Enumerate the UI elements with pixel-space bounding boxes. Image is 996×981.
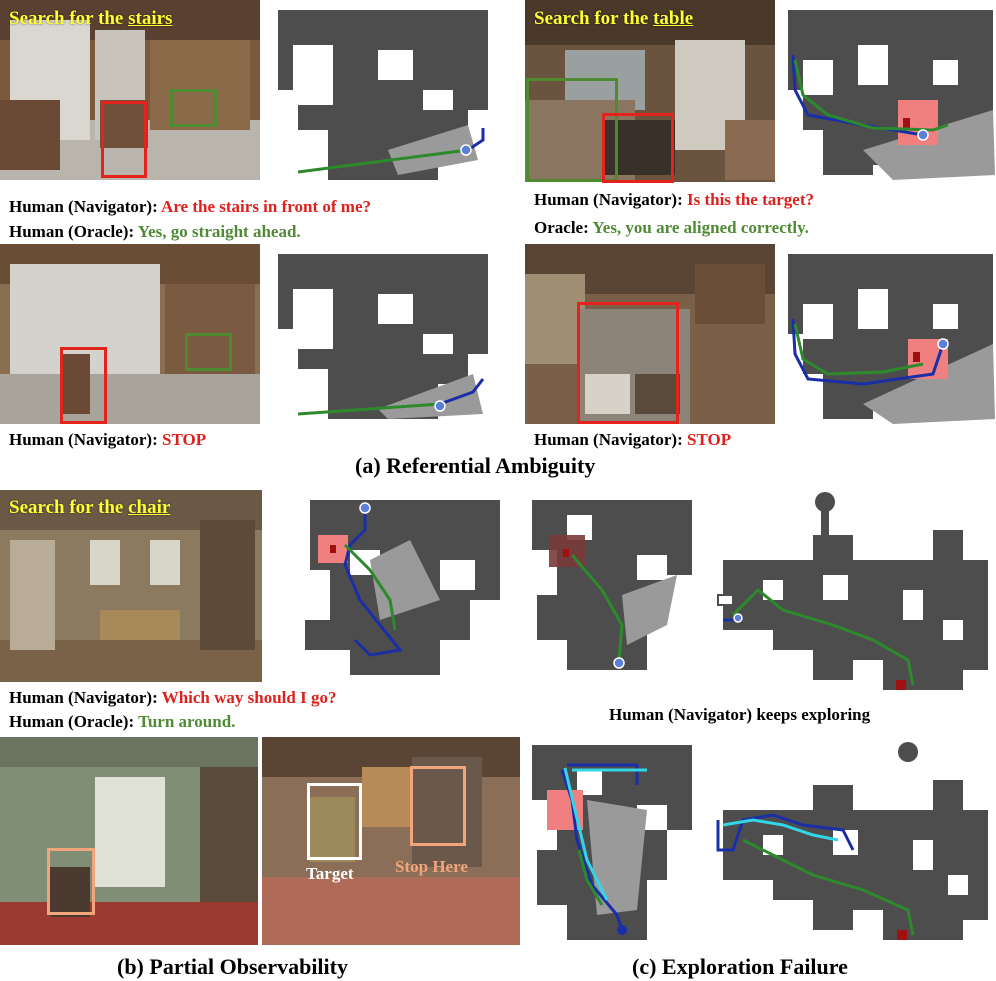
stop-here-label: Stop Here bbox=[395, 857, 468, 876]
oracle-answer: Yes, go straight ahead. bbox=[137, 222, 301, 241]
speaker-navigator: Human (Navigator): bbox=[534, 190, 687, 209]
speaker-navigator: Human (Navigator): bbox=[9, 197, 162, 216]
table-map-2 bbox=[783, 244, 996, 424]
chair-photo-3 bbox=[262, 737, 520, 945]
chair-map bbox=[290, 490, 510, 682]
speaker-oracle: Oracle: bbox=[534, 218, 593, 237]
peach-stop-box bbox=[47, 848, 95, 915]
stairs-photo-1 bbox=[0, 0, 260, 180]
navigator-question: Are the stairs in front of me? bbox=[161, 197, 371, 216]
table-dialog-line-1: Human (Navigator): Is this the target? bbox=[534, 190, 814, 210]
peach-stop-box bbox=[410, 766, 466, 846]
chair-dialog-line-1: Human (Navigator): Which way should I go… bbox=[9, 688, 336, 708]
chair-photo-1 bbox=[0, 490, 262, 682]
stairs-dialog-line-3: Human (Navigator): STOP bbox=[9, 430, 206, 450]
search-caption-table: Search for the table bbox=[534, 8, 693, 30]
chair-dialog-line-2: Human (Oracle): Turn around. bbox=[9, 712, 235, 732]
speaker-navigator: Human (Navigator): bbox=[9, 688, 162, 707]
exploration-map-1 bbox=[527, 495, 697, 675]
stairs-map-2 bbox=[268, 244, 498, 424]
stairs-dialog-line-1: Human (Navigator): Are the stairs in fro… bbox=[9, 197, 371, 217]
oracle-answer: Yes, you are aligned correctly. bbox=[592, 218, 809, 237]
oracle-answer: Turn around. bbox=[138, 712, 236, 731]
exploration-map-2 bbox=[703, 490, 996, 695]
red-target-box bbox=[602, 113, 674, 183]
stairs-dialog-line-2: Human (Oracle): Yes, go straight ahead. bbox=[9, 222, 301, 242]
section-title-c: (c) Exploration Failure bbox=[632, 954, 848, 979]
table-photo-2 bbox=[525, 244, 775, 424]
section-title-b: (b) Partial Observability bbox=[117, 954, 348, 979]
navigator-question: Which way should I go? bbox=[161, 688, 337, 707]
search-prefix: Search for the bbox=[534, 8, 654, 29]
speaker-navigator: Human (Navigator): bbox=[9, 430, 162, 449]
exploration-map-3 bbox=[527, 740, 697, 945]
search-prefix: Search for the bbox=[9, 497, 129, 518]
green-target-box bbox=[170, 89, 217, 127]
speaker-navigator: Human (Navigator): bbox=[534, 430, 687, 449]
white-target-box bbox=[307, 783, 362, 860]
navigator-stop: STOP bbox=[161, 430, 207, 449]
green-target-box bbox=[526, 78, 618, 182]
search-caption-chair: Search for the chair bbox=[9, 497, 170, 519]
search-prefix: Search for the bbox=[9, 8, 129, 29]
table-map-1 bbox=[783, 0, 996, 185]
chair-photo-2 bbox=[0, 737, 258, 945]
section-title-a: (a) Referential Ambiguity bbox=[355, 453, 596, 478]
red-target-box bbox=[101, 101, 147, 178]
search-object: table bbox=[653, 8, 694, 29]
table-dialog-line-3: Human (Navigator): STOP bbox=[534, 430, 731, 450]
exploration-caption: Human (Navigator) keeps exploring bbox=[609, 705, 871, 724]
search-object: stairs bbox=[128, 8, 173, 29]
stairs-map-1 bbox=[268, 0, 498, 185]
green-target-box bbox=[185, 333, 232, 371]
navigator-question: Is this the target? bbox=[686, 190, 814, 209]
search-object: chair bbox=[128, 497, 171, 518]
exploration-map-4 bbox=[703, 740, 996, 945]
speaker-oracle: Human (Oracle): bbox=[9, 712, 139, 731]
red-target-box bbox=[577, 302, 679, 424]
table-dialog-line-2: Oracle: Yes, you are aligned correctly. bbox=[534, 218, 809, 238]
red-target-box bbox=[60, 347, 107, 424]
navigator-stop: STOP bbox=[686, 430, 732, 449]
target-label: Target bbox=[306, 864, 354, 883]
table-photo-1 bbox=[525, 0, 775, 182]
speaker-oracle: Human (Oracle): bbox=[9, 222, 138, 241]
search-caption-stairs: Search for the stairs bbox=[9, 8, 172, 30]
